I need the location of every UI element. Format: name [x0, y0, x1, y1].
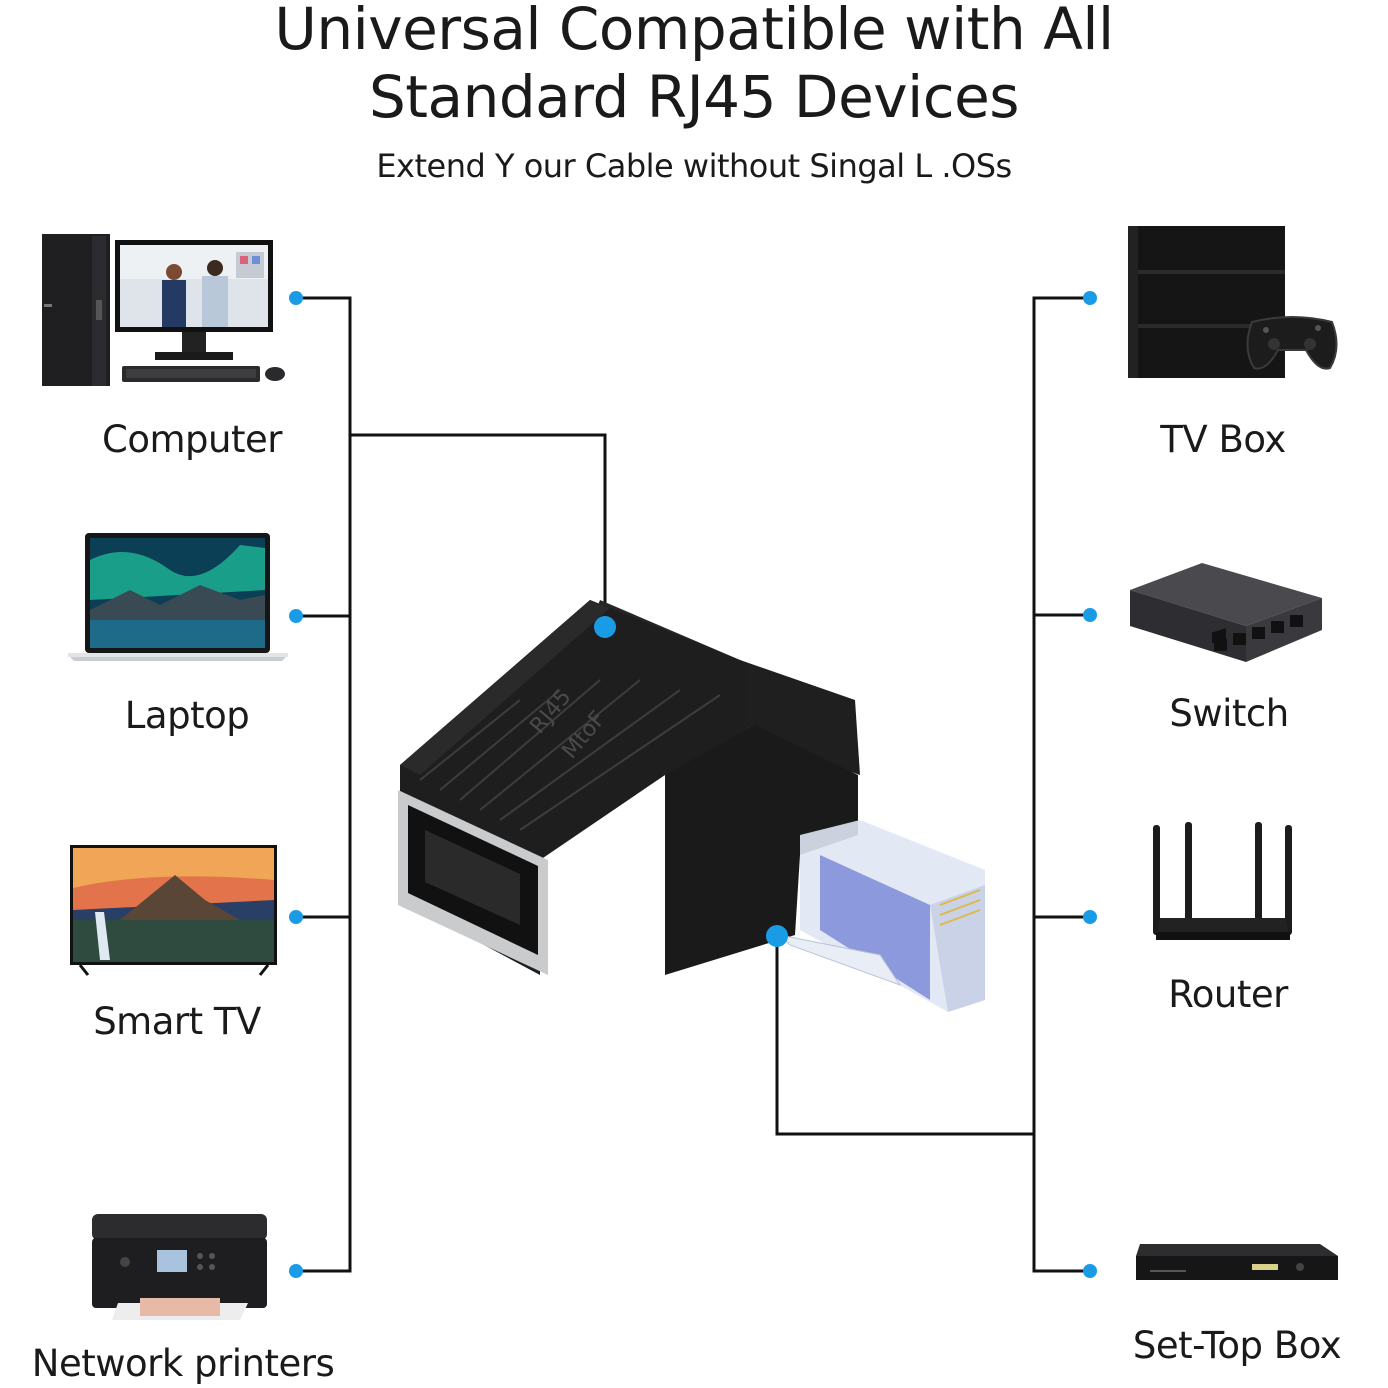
laptop-icon: [68, 533, 288, 661]
label-set-top-box: Set-Top Box: [1132, 1324, 1342, 1367]
router-icon: [1153, 822, 1292, 940]
title-line-1: Universal Compatible with All: [274, 0, 1114, 63]
connector-dot-router: [1083, 910, 1097, 924]
label-laptop: Laptop: [124, 694, 250, 737]
label-tv-box: TV Box: [1160, 418, 1286, 461]
connector-dot-smart-tv: [289, 910, 303, 924]
label-switch: Switch: [1169, 692, 1289, 735]
label-router: Router: [1168, 973, 1288, 1016]
left-adapter-line: [350, 433, 607, 627]
title-line-2: Standard RJ45 Devices: [368, 63, 1020, 131]
right-adapter-line: [775, 936, 1034, 1136]
connector-dot-laptop: [289, 609, 303, 623]
label-network-printers: Network printers: [31, 1342, 335, 1385]
left-bus-line: [296, 296, 352, 1273]
connector-dot-switch: [1083, 608, 1097, 622]
set-top-box-icon: [1136, 1244, 1338, 1280]
connector-dot-set-top-box: [1083, 1264, 1097, 1278]
connector-dot-tv-box: [1083, 291, 1097, 305]
rj45-adapter-image: RJ45 MtoF: [398, 600, 985, 1012]
label-smart-tv: Smart TV: [93, 1000, 261, 1043]
network-switch-icon: [1130, 563, 1322, 662]
connector-dot-computer: [289, 291, 303, 305]
label-computer: Computer: [102, 418, 282, 461]
connector-dots: [289, 291, 1097, 1278]
connector-dot-adapter-female: [594, 616, 616, 638]
connector-dot-printer: [289, 1264, 303, 1278]
connector-dot-adapter-male: [766, 925, 788, 947]
subtitle: Extend Y our Cable without Singal L .OSs: [376, 147, 1012, 185]
connector-lines: [296, 296, 1090, 1273]
printer-icon: [92, 1214, 267, 1320]
desktop-computer-icon: [42, 234, 285, 386]
right-bus-line: [1032, 296, 1090, 1273]
smart-tv-icon: [70, 845, 277, 976]
game-console-icon: [1128, 226, 1338, 378]
